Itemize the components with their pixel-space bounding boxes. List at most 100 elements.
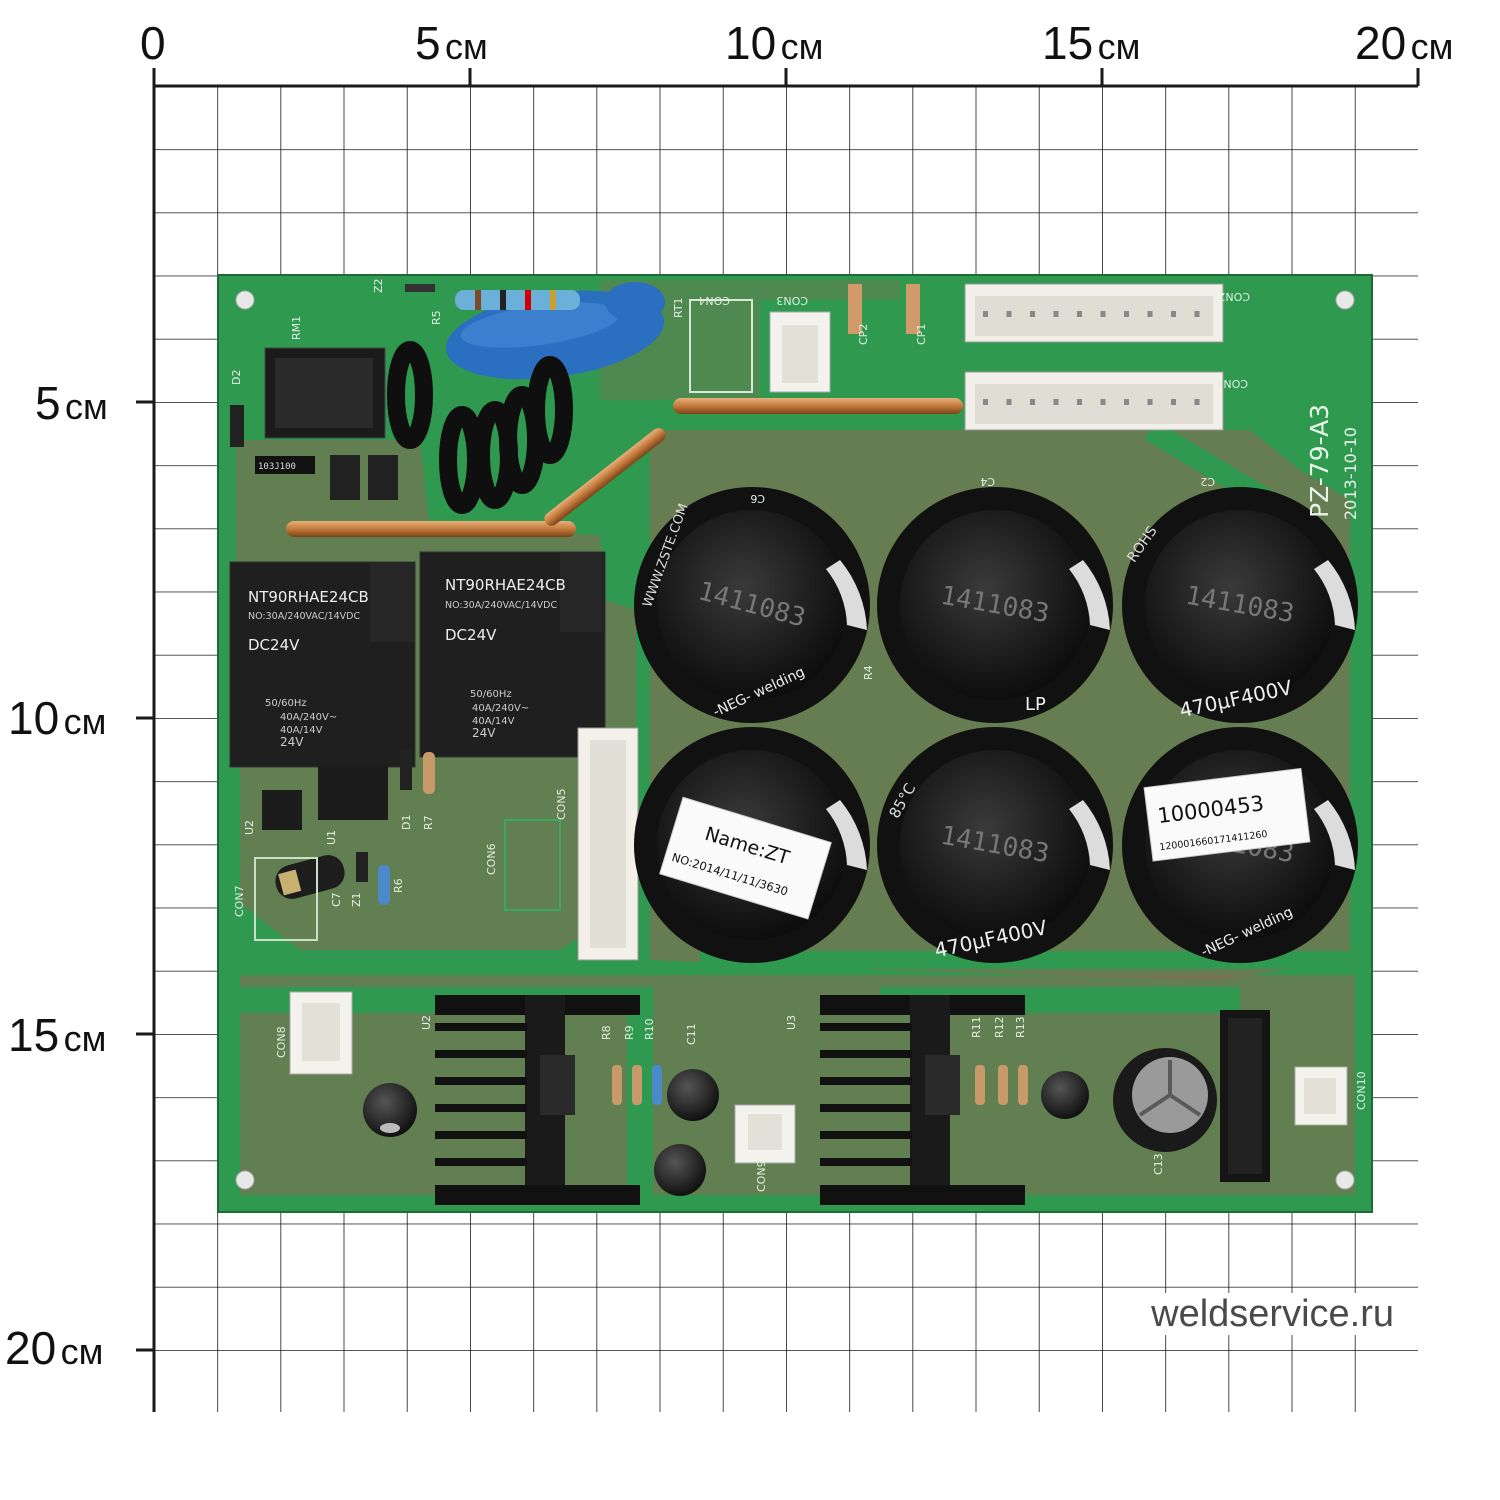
relay-2-spec2: 40A/240V~: [472, 703, 529, 714]
silkscreen-ref-label: CON4: [698, 294, 730, 307]
heatsink-fin: [820, 1104, 912, 1112]
heatsink-fin: [820, 1050, 912, 1058]
relay-2-rating: NO:30A/240VAC/14VDC: [445, 600, 557, 611]
silkscreen-ref-label: RM1: [290, 316, 303, 340]
connector-con8: [289, 991, 353, 1075]
connector-pins: [983, 311, 1200, 405]
silkscreen-ref-label: C2: [1200, 475, 1215, 488]
silkscreen-ref-label: R7: [422, 815, 435, 830]
connector-pin: [1077, 399, 1082, 405]
resistor-r7: [423, 752, 435, 794]
silkscreen-ref-label: C7: [330, 892, 343, 907]
heatsink-fin: [820, 1158, 912, 1166]
connector-con10: [1294, 1066, 1348, 1126]
connector-pin: [1077, 311, 1082, 317]
heatsink-fin: [435, 1131, 527, 1139]
connector-pin: [1100, 399, 1106, 405]
sticker-name: Name:ZT NO:2014/11/11/3630: [659, 796, 832, 920]
board-model: PZ-79-A3: [1305, 404, 1334, 518]
connector-con3: [769, 311, 831, 393]
rm1-module: [264, 347, 386, 439]
connector-con4: [689, 299, 753, 393]
board-date: 2013-10-10: [1341, 427, 1360, 520]
copper-jumpers: [286, 398, 963, 537]
connector-con6: [504, 819, 561, 911]
silkscreen-ref-label: R5: [430, 310, 443, 325]
jumper-j1: [330, 455, 360, 500]
connector-pin: [1147, 311, 1153, 317]
connector-pin: [1171, 311, 1176, 317]
relay-1-coil: DC24V: [248, 636, 300, 654]
silkscreen-ref-label: C4: [980, 475, 995, 488]
silkscreen-ref-label: CP2: [857, 324, 870, 345]
heatsink-bottom: [820, 1185, 1025, 1205]
connector-con7: [254, 857, 318, 941]
ic-103j100-label: 103J100: [258, 462, 296, 472]
capacitor-stripe: [1069, 560, 1110, 630]
connector-pin: [1053, 399, 1059, 405]
resistor-r5: [455, 290, 580, 310]
capacitor-stripe: [1069, 800, 1110, 870]
silkscreen-ref-label: U1: [325, 830, 338, 845]
relay-1-spec3: 40A/14V: [280, 725, 323, 736]
silkscreen-ref-label: D2: [230, 370, 243, 385]
connector-con1: [964, 371, 1224, 431]
heatsink-fin: [820, 1077, 912, 1085]
connector-pin: [1006, 311, 1012, 317]
resistor-r6: [378, 865, 390, 905]
heatsink-fin: [435, 1077, 527, 1085]
silkscreen-ref-label: CON6: [485, 843, 498, 875]
connector-pin: [1124, 311, 1129, 317]
silkscreen-ref-label: Z2: [372, 278, 385, 293]
silkscreen-ref-label: R8: [600, 1025, 613, 1040]
bridge-rectifier: [1220, 1010, 1270, 1182]
heatsink-fin: [435, 1050, 527, 1058]
connector-pin: [1171, 399, 1176, 405]
heatsink-transistor: [925, 1055, 960, 1115]
connector-pin: [1194, 311, 1200, 317]
regulator-u1: [318, 765, 388, 820]
silkscreen-ref-label: R4: [862, 665, 875, 680]
capacitor-stripe: [826, 800, 867, 870]
silkscreen-ref-label: CON8: [275, 1026, 288, 1058]
connector-pin: [983, 399, 988, 405]
heatsink-transistor: [540, 1055, 575, 1115]
connector-pin: [1030, 311, 1035, 317]
capacitor-lp: LP: [1025, 694, 1046, 715]
connector-pin: [1124, 399, 1129, 405]
ruler-left-label-5: 5 см: [35, 377, 108, 429]
capacitor-c13: [1041, 1048, 1217, 1152]
connector-pin: [1006, 399, 1012, 405]
heatsink-fin: [435, 1023, 527, 1031]
connector-con2: [964, 283, 1224, 343]
heatsinks: [435, 995, 1025, 1205]
bottom-resistors: [612, 1065, 1028, 1105]
diode-d1: [400, 750, 412, 790]
silkscreen-ref-label: CON3: [776, 294, 808, 307]
relay-1-rating: NO:30A/240VAC/14VDC: [248, 611, 360, 622]
ferrite-coils: [387, 341, 573, 514]
ruler-top-label-5: 5 см: [415, 17, 488, 69]
relay-1-spec4: 24V: [280, 735, 304, 749]
capacitor-top: [657, 510, 847, 700]
silkscreen-ref-label: R13: [1014, 1016, 1027, 1038]
connector-pin: [1053, 311, 1059, 317]
silkscreen-ref-label: U3: [785, 1015, 798, 1030]
silkscreen-ref-label: D1: [400, 815, 413, 830]
capacitor-stripe: [1314, 800, 1355, 870]
silkscreen-ref-label: C11: [685, 1023, 698, 1045]
cp1: [906, 284, 920, 334]
capacitor-c11: [654, 1069, 719, 1196]
connector-con5: [577, 727, 639, 961]
silkscreen-ref-label: CON5: [555, 788, 568, 820]
heatsink-fin: [820, 1023, 912, 1031]
heatsink-fin: [820, 1131, 912, 1139]
ruler-top-label-0: 0: [140, 17, 166, 69]
ic-103j100: [255, 456, 315, 474]
capacitor-left-bottom: [363, 1083, 417, 1137]
watermark: weldservice.ru: [1145, 1293, 1400, 1335]
